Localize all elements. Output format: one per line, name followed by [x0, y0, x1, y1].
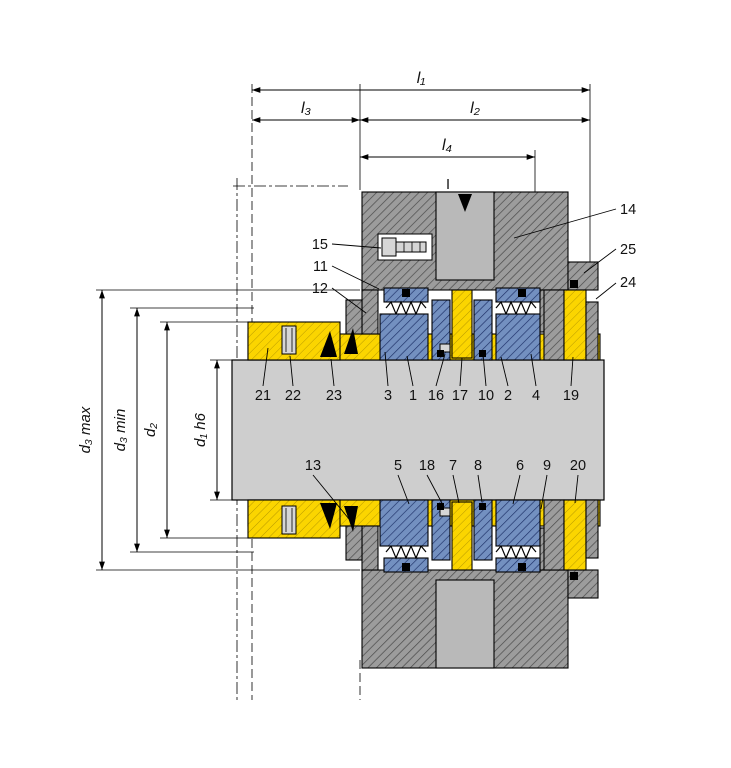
set-screw-lower [281, 505, 297, 535]
dim-label-l1: l₁ [417, 70, 426, 87]
o-ring-upper-2 [518, 289, 526, 297]
face-retainer-right-upper [473, 299, 493, 361]
spring-left-lower [385, 544, 427, 560]
callout-labels: 15 11 12 14 25 24 21 22 23 3 1 16 17 10 … [255, 202, 636, 474]
callout-label-21: 21 [255, 388, 271, 404]
gasket-flange-upper [345, 299, 363, 335]
callout-label-3: 3 [384, 388, 392, 404]
callout-leaders [262, 208, 617, 520]
o-ring-upper-1 [402, 289, 410, 297]
callout-label-17: 17 [452, 388, 468, 404]
callout-label-15: 15 [312, 237, 328, 253]
callout-label-24: 24 [620, 275, 636, 291]
end-ring-upper [585, 301, 599, 361]
stationary-seat-right-lower [495, 499, 541, 547]
dim-label-l4: l₄ [442, 137, 452, 154]
dimension-lines-top: l₁ l₃ l₂ l₄ [252, 70, 590, 160]
gland-screw-shank [395, 241, 427, 253]
drive-collar-lower [563, 499, 587, 571]
o-ring-upper-3 [437, 350, 444, 357]
callout-label-4: 4 [532, 388, 540, 404]
stationary-seat-right-upper [495, 313, 541, 361]
callout-label-14: 14 [620, 202, 636, 218]
o-ring-right-upper [570, 280, 578, 288]
housing-lower [344, 506, 599, 669]
gland-ring-lower [543, 499, 565, 571]
callout-label-8: 8 [474, 458, 482, 474]
drive-collar-upper [563, 289, 587, 361]
callout-label-20: 20 [570, 458, 586, 474]
o-ring-lower-2 [518, 563, 526, 571]
spring-right-upper [495, 300, 537, 316]
o-ring-right-lower [570, 572, 578, 580]
gasket-flange-lower [345, 525, 363, 561]
callout-label-6: 6 [516, 458, 524, 474]
callout-label-22: 22 [285, 388, 301, 404]
callout-label-10: 10 [478, 388, 494, 404]
callout-label-5: 5 [394, 458, 402, 474]
spring-right-lower [495, 544, 537, 560]
callout-label-1: 1 [409, 388, 417, 404]
o-ring-upper-4 [479, 350, 486, 357]
seal-face-center-upper [451, 289, 473, 359]
drive-pin-upper [439, 343, 451, 353]
dim-label-l2: l₂ [470, 100, 480, 117]
clamp-collar-left [247, 321, 341, 539]
dim-label-d3max: d₃ max [77, 406, 94, 453]
section-arrow-icon [458, 194, 472, 212]
callout-label-25: 25 [620, 242, 636, 258]
stationary-seat-left-upper [379, 313, 429, 361]
callout-label-7: 7 [449, 458, 457, 474]
callout-label-12: 12 [312, 281, 328, 297]
callout-label-9: 9 [543, 458, 551, 474]
housing-lower-right-lip [567, 569, 599, 599]
seal-face-center-lower [451, 501, 473, 571]
drive-collar-right [543, 280, 599, 580]
stationary-seat-left-lower [379, 499, 429, 547]
flush-port-plug-lower [435, 579, 495, 669]
callout-label-13: 13 [305, 458, 321, 474]
callout-label-2: 2 [504, 388, 512, 404]
callout-label-19: 19 [563, 388, 579, 404]
o-ring-lower-3 [437, 503, 444, 510]
dim-label-d3min: d₃ min [112, 409, 129, 452]
callout-label-23: 23 [326, 388, 342, 404]
drive-pin-lower [439, 507, 451, 517]
dim-label-l3: l₃ [301, 100, 311, 117]
callout-label-16: 16 [428, 388, 444, 404]
face-retainer-right-lower [473, 499, 493, 561]
gland-screw-head [381, 237, 397, 257]
dim-label-d1: d₁ h6 [192, 412, 209, 447]
flange-wedge-lower [344, 506, 358, 532]
seal-internals-upper [379, 287, 541, 361]
clamp-wedge-lower [320, 503, 337, 529]
callout-label-11: 11 [313, 259, 328, 275]
housing-lower-left-wall [361, 525, 379, 571]
o-ring-lower-4 [479, 503, 486, 510]
section-marker: I [446, 177, 472, 212]
seal-internals-lower [379, 499, 541, 573]
section-label: I [446, 177, 450, 193]
shaft [231, 359, 605, 501]
spring-left-upper [385, 300, 427, 316]
dim-label-d2: d₂ [142, 423, 159, 437]
end-ring-lower [585, 499, 599, 559]
dimension-lines-left: d₃ max d₃ min d₂ d₁ h6 [77, 290, 220, 570]
clamp-wedge-upper [320, 331, 337, 357]
callout-label-18: 18 [419, 458, 435, 474]
o-ring-lower-1 [402, 563, 410, 571]
flange-wedge-upper [344, 328, 358, 354]
gland-ring-upper [543, 289, 565, 361]
set-screw-upper [281, 325, 297, 355]
